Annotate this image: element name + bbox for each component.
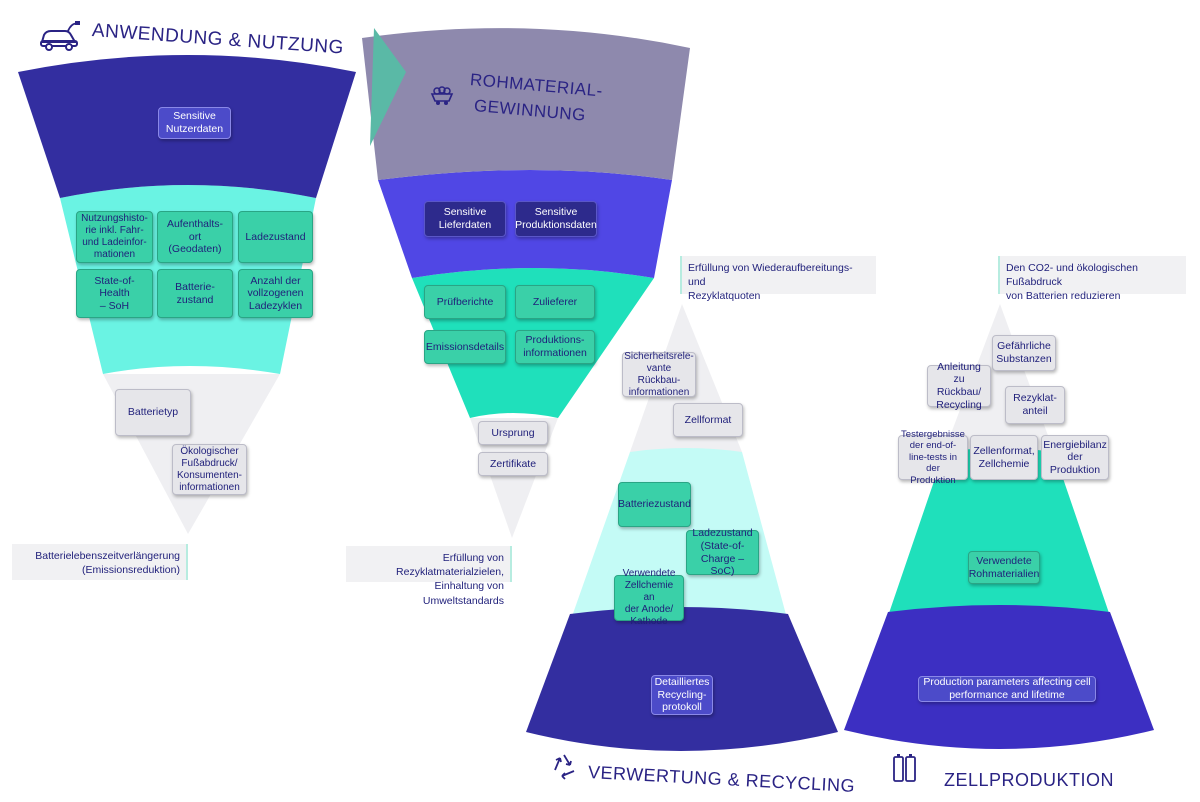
note-rohmaterial: Erfüllung von Rezyklatmaterialzielen, Ei…: [346, 546, 512, 607]
recycling-icon: [554, 754, 575, 780]
box-ladezustand: Ladezustand: [238, 211, 313, 263]
box-batteriezustand: Batterie- zustand: [157, 269, 233, 318]
note-anwendung: Batterielebenszeitverlängerung (Emission…: [12, 544, 188, 580]
box-pruefberichte: Prüfberichte: [424, 285, 506, 319]
car-charging-icon: [40, 21, 80, 51]
note-zellproduktion: Den CO2- und ökologischen Fußabdruck von…: [998, 256, 1186, 302]
box-zulieferer: Zulieferer: [515, 285, 595, 319]
box-production-parameters: Production parameters affecting cell per…: [918, 676, 1096, 702]
box-verwendete-rohmaterialien: Verwendete Rohmaterialien: [968, 551, 1040, 584]
mine-cart-icon: [430, 86, 454, 105]
funnel2-greyviolet-section: [362, 28, 690, 180]
battery-cells-icon: [893, 754, 916, 782]
box-sensitive-nutzerdaten: Sensitive Nutzerdaten: [158, 107, 231, 139]
note-recycling: Erfüllung von Wiederaufbereitungs- und R…: [680, 256, 876, 302]
box-oekologischer-fussabdruck: Ökologischer Fußabdruck/ Konsumenten- in…: [172, 444, 247, 495]
box-batteriezustand-recycling: Batteriezustand: [618, 482, 691, 527]
box-ladezyklen: Anzahl der vollzogenen Ladezyklen: [238, 269, 313, 318]
title-zellproduktion: ZELLPRODUKTION: [944, 770, 1115, 790]
box-rezyklatanteil: Rezyklat- anteil: [1005, 386, 1065, 424]
box-ursprung: Ursprung: [478, 421, 548, 445]
box-anleitung-rueckbau: Anleitung zu Rückbau/ Recycling: [927, 361, 991, 411]
box-verwendete-zellchemie: Verwendete Zellchemie an der Anode/ Kath…: [614, 568, 684, 627]
box-zellenformat-zellchemie: Zellenformat, Zellchemie: [970, 435, 1038, 480]
box-gefaehrliche-substanzen: Gefährliche Substanzen: [992, 335, 1056, 371]
box-detailliertes-recyclingprotokoll: Detailliertes Recycling- protokoll: [651, 675, 713, 715]
box-emissionsdetails: Emissionsdetails: [424, 330, 506, 364]
box-produktionsinformationen: Produktions- informationen: [515, 330, 595, 364]
box-sensitive-lieferdaten: Sensitive Lieferdaten: [424, 201, 506, 237]
box-sicherheitsrelevante-rueckbauinformationen: Sicherheitsrele- vante Rückbau- informat…: [622, 351, 696, 398]
box-batterietyp: Batterietyp: [115, 389, 191, 436]
box-zertifikate: Zertifikate: [478, 452, 548, 476]
box-testergebnisse: Testergebnisse der end-of- line-tests in…: [898, 429, 968, 486]
funnel2-grey-section: [470, 418, 558, 538]
box-ladezustand-soc: Ladezustand (State-of- Charge – SoC): [686, 527, 759, 577]
box-sensitive-produktionsdaten: Sensitive Produktionsdaten: [515, 201, 597, 237]
funnel4-teal-section: [888, 448, 1110, 616]
box-state-of-health: State-of-Health – SoH: [76, 269, 153, 318]
funnel2-teal-flag: [370, 28, 406, 146]
box-energiebilanz: Energiebilanz der Produktion: [1041, 435, 1109, 480]
box-nutzungshistorie: Nutzungshisto- rie inkl. Fahr- und Ladei…: [76, 211, 153, 263]
box-zellformat: Zellformat: [673, 403, 743, 437]
box-aufenthaltsort: Aufenthalts- ort (Geodaten): [157, 211, 233, 263]
